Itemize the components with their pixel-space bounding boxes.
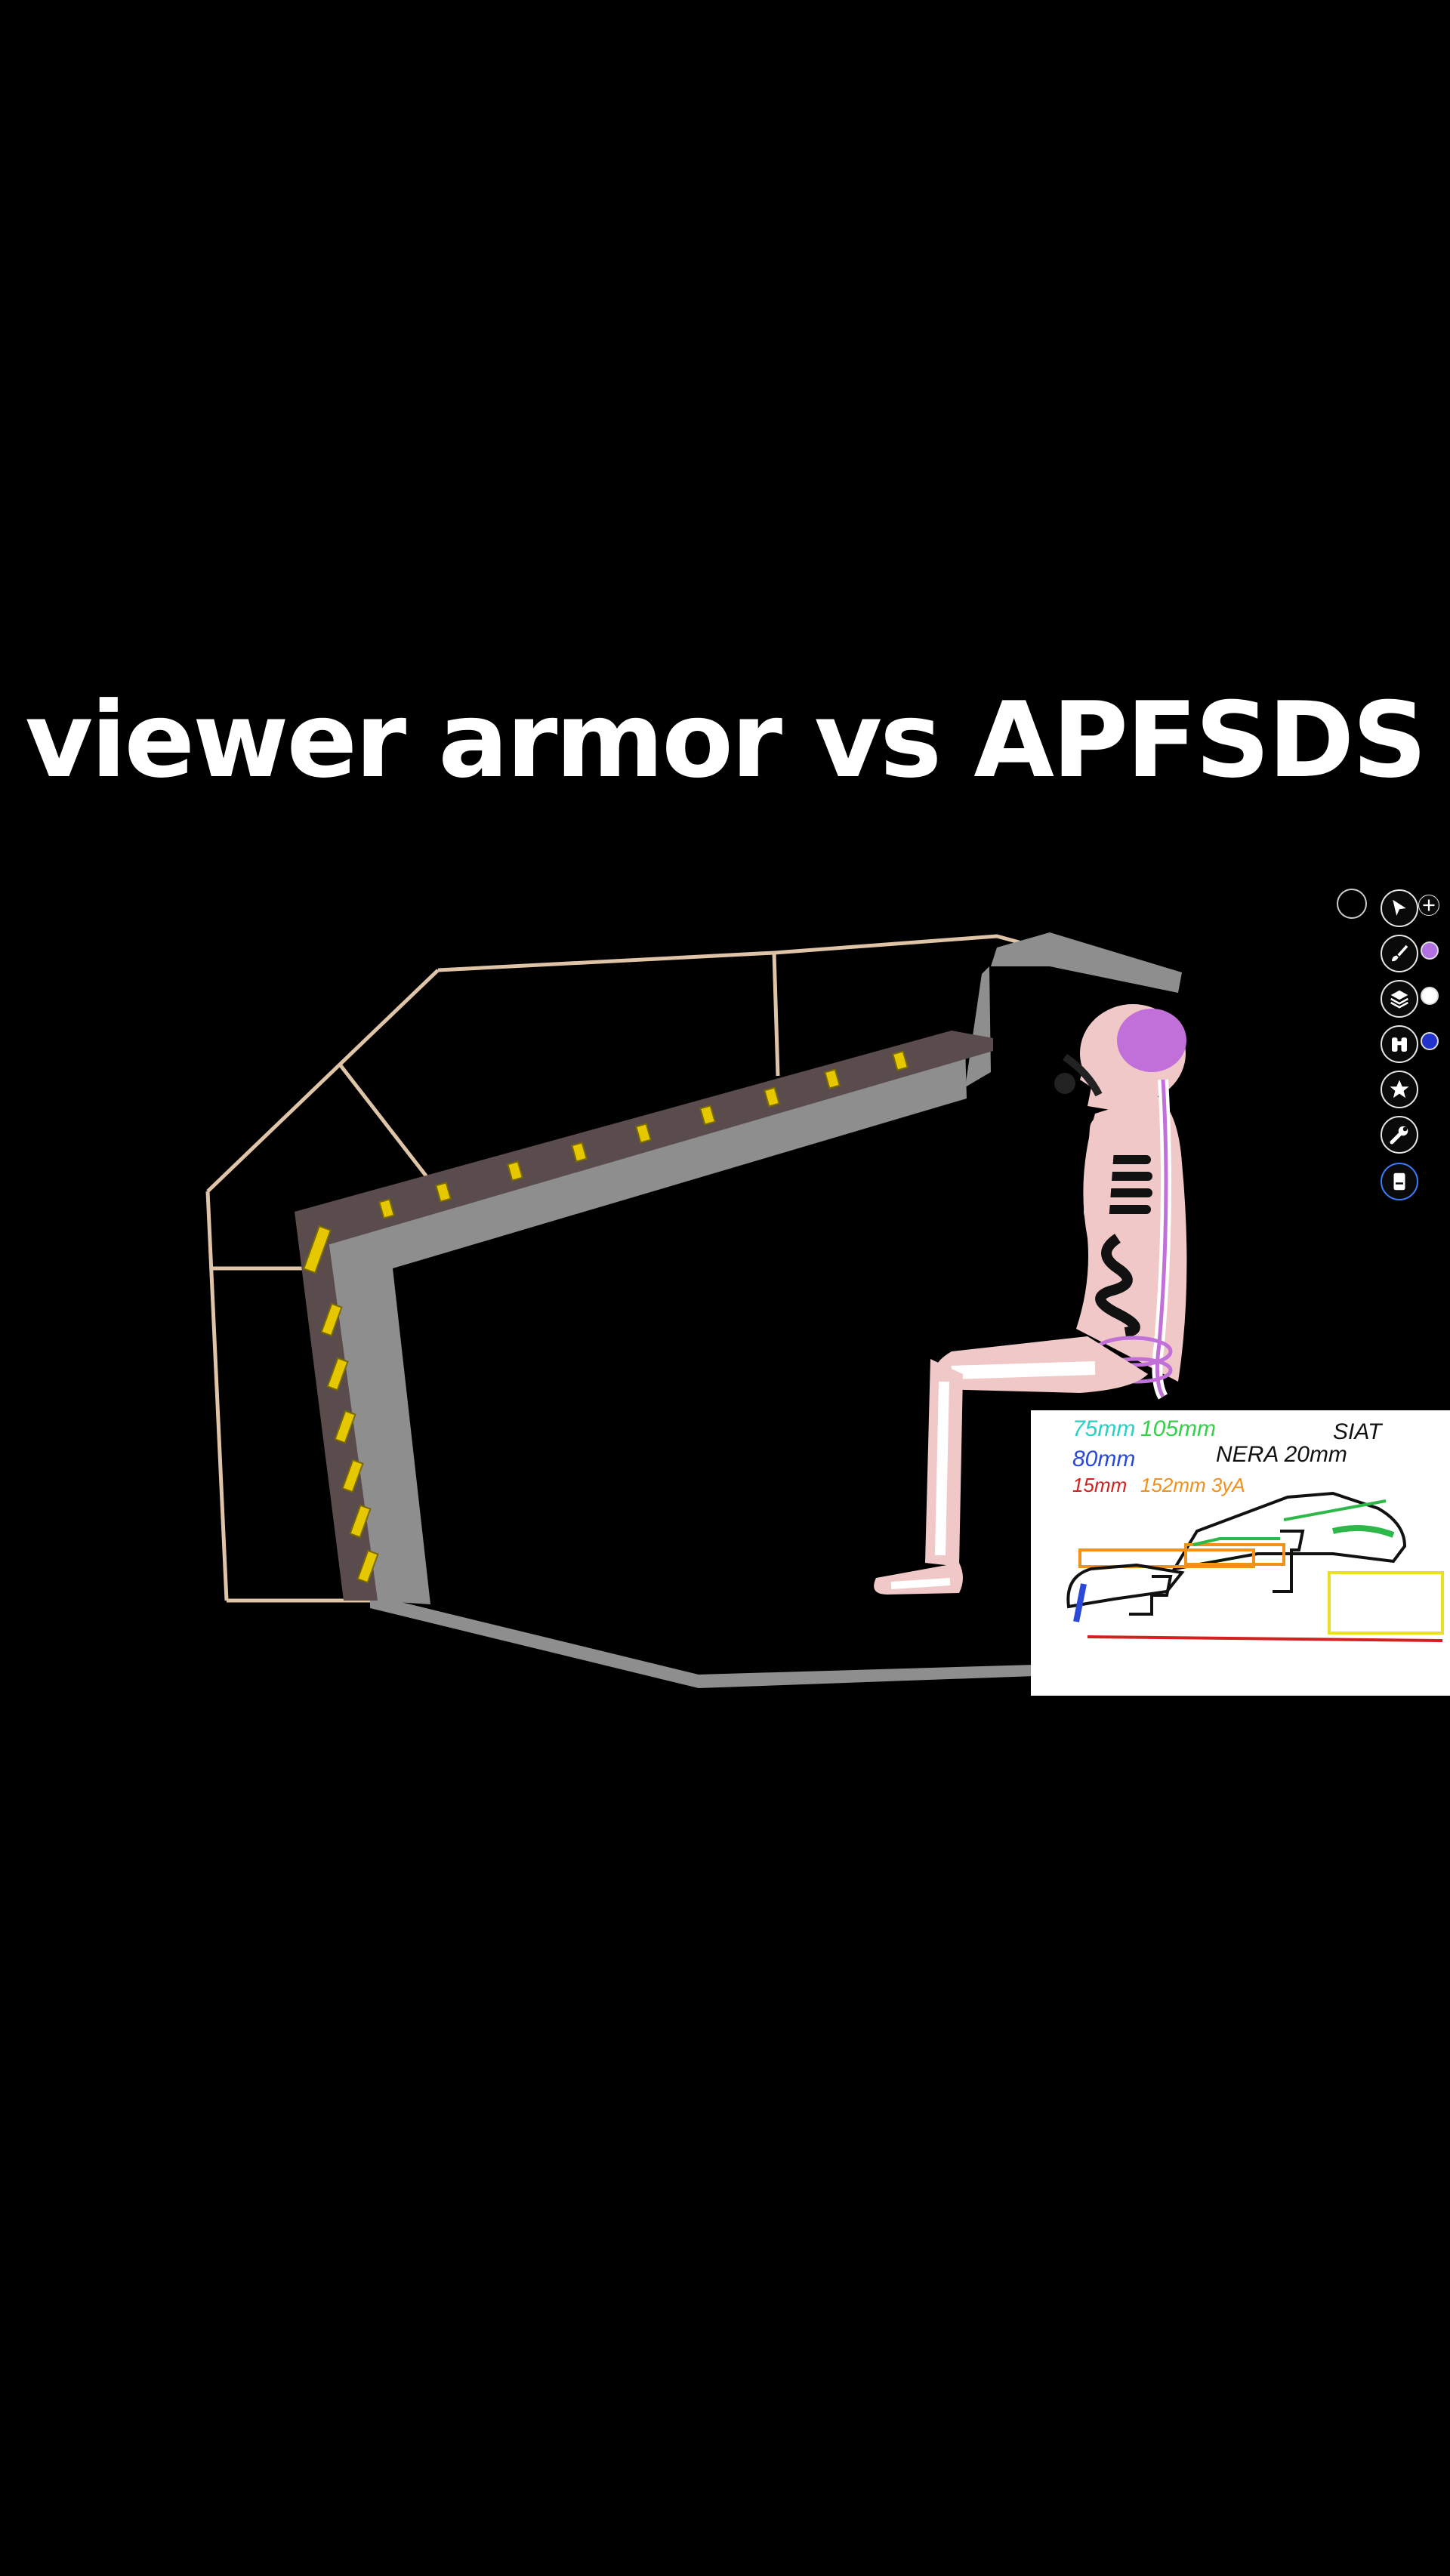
legend-15mm: 15mm xyxy=(1072,1474,1128,1496)
legend-siat: SIAT xyxy=(1333,1419,1382,1444)
brush-tool-button[interactable] xyxy=(1381,935,1418,972)
cursor-icon xyxy=(1393,899,1406,916)
star-icon xyxy=(1390,1080,1409,1098)
binoculars-icon xyxy=(1392,1037,1407,1052)
armor-diagram xyxy=(205,932,1187,1688)
legend-80mm: 80mm xyxy=(1072,1447,1136,1471)
brush-color-swatch[interactable] xyxy=(1421,941,1439,960)
color-dot-indicator[interactable] xyxy=(1337,889,1367,919)
move-icon xyxy=(1423,899,1435,911)
favorites-tool-button[interactable] xyxy=(1381,1071,1418,1108)
legend-75mm: 75mm xyxy=(1072,1416,1136,1441)
legend-152mm: 152mm 3yA xyxy=(1140,1474,1245,1496)
brush-icon xyxy=(1392,944,1408,962)
layers-icon xyxy=(1390,990,1408,1009)
legend-105mm: 105mm xyxy=(1140,1416,1217,1441)
wrench-icon xyxy=(1390,1126,1408,1145)
legend-nera: NERA 20mm xyxy=(1216,1442,1347,1467)
binoculars-tool-button[interactable] xyxy=(1381,1025,1418,1063)
settings-tool-button[interactable] xyxy=(1381,1116,1418,1154)
layer-indicator-swatch[interactable] xyxy=(1421,987,1439,1005)
cursor-tool-button[interactable] xyxy=(1381,889,1418,927)
view-indicator-swatch[interactable] xyxy=(1421,1032,1439,1050)
move-button[interactable] xyxy=(1418,895,1439,916)
notebook-icon xyxy=(1393,1172,1405,1191)
era-tiles xyxy=(302,1050,909,1584)
legend-inset: 75mm 105mm 80mm 15mm 152mm 3yA NERA 20mm… xyxy=(1031,1410,1450,1696)
notes-tool-button[interactable] xyxy=(1381,1163,1418,1200)
page-title: viewer armor vs APFSDS xyxy=(25,679,1427,801)
layers-tool-button[interactable] xyxy=(1381,980,1418,1018)
seated-figure xyxy=(874,1004,1187,1595)
